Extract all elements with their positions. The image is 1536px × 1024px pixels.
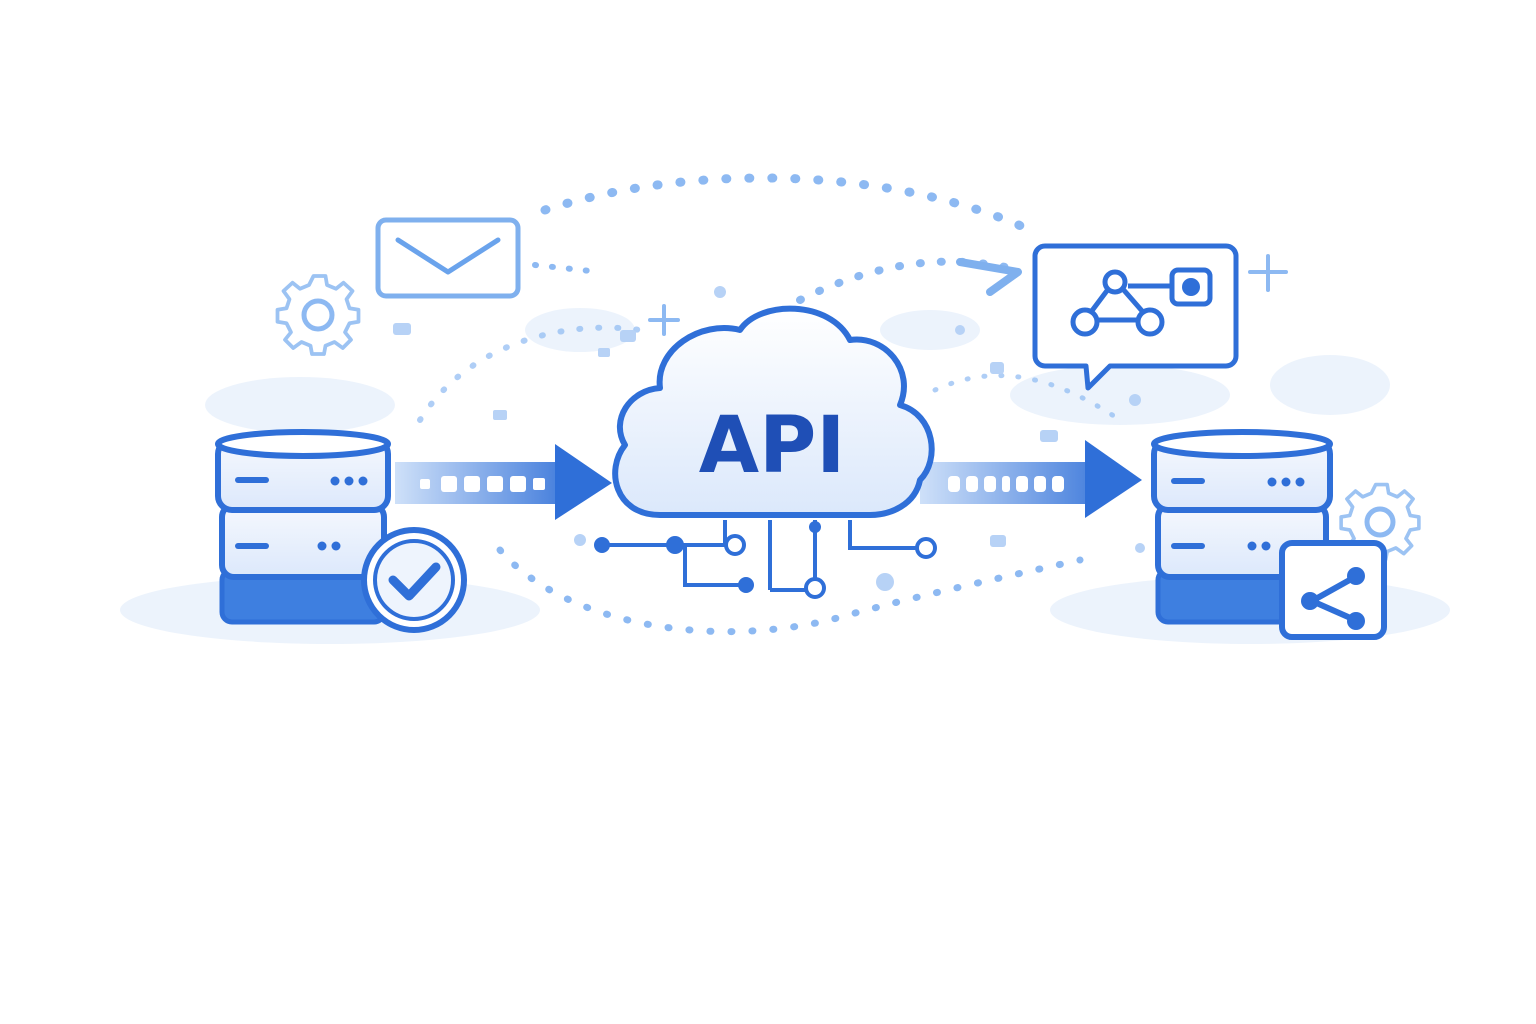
destination-database xyxy=(1151,429,1387,640)
curve-arrow-head xyxy=(956,258,1022,296)
circuit-nodes xyxy=(594,521,937,599)
data-flow-arrow-in xyxy=(395,444,612,520)
chat-network-icon xyxy=(1032,243,1239,391)
gear-icon xyxy=(275,274,361,356)
circuit-connectors xyxy=(605,520,920,592)
share-icon xyxy=(1279,540,1387,640)
check-icon xyxy=(361,527,467,633)
scattered-particles xyxy=(393,286,1145,553)
database-icon xyxy=(215,429,391,625)
api-label: API xyxy=(699,401,846,491)
api-cloud: API xyxy=(612,305,935,518)
envelope-icon xyxy=(375,217,521,299)
data-flow-arrow-out xyxy=(920,440,1142,518)
plus-icon xyxy=(648,254,1288,336)
source-database xyxy=(215,429,467,633)
